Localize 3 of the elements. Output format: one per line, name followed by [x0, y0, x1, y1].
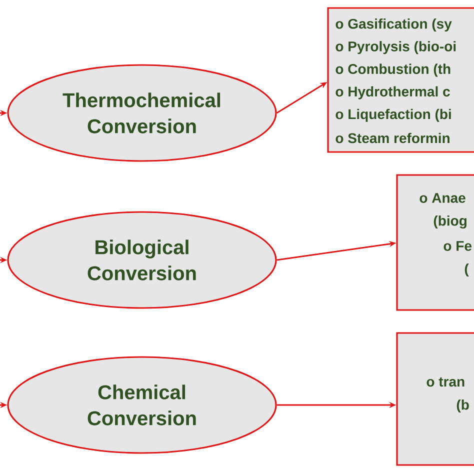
output-box: o tran (b	[396, 332, 474, 466]
output-box: o Anae (biog o Fe (	[396, 174, 474, 311]
output-box: o Gasification (sy o Pyrolysis (bio-oi o Combustion (th o Hydrothermal c o Liquefaction (bi o Steam reformin	[327, 7, 474, 153]
